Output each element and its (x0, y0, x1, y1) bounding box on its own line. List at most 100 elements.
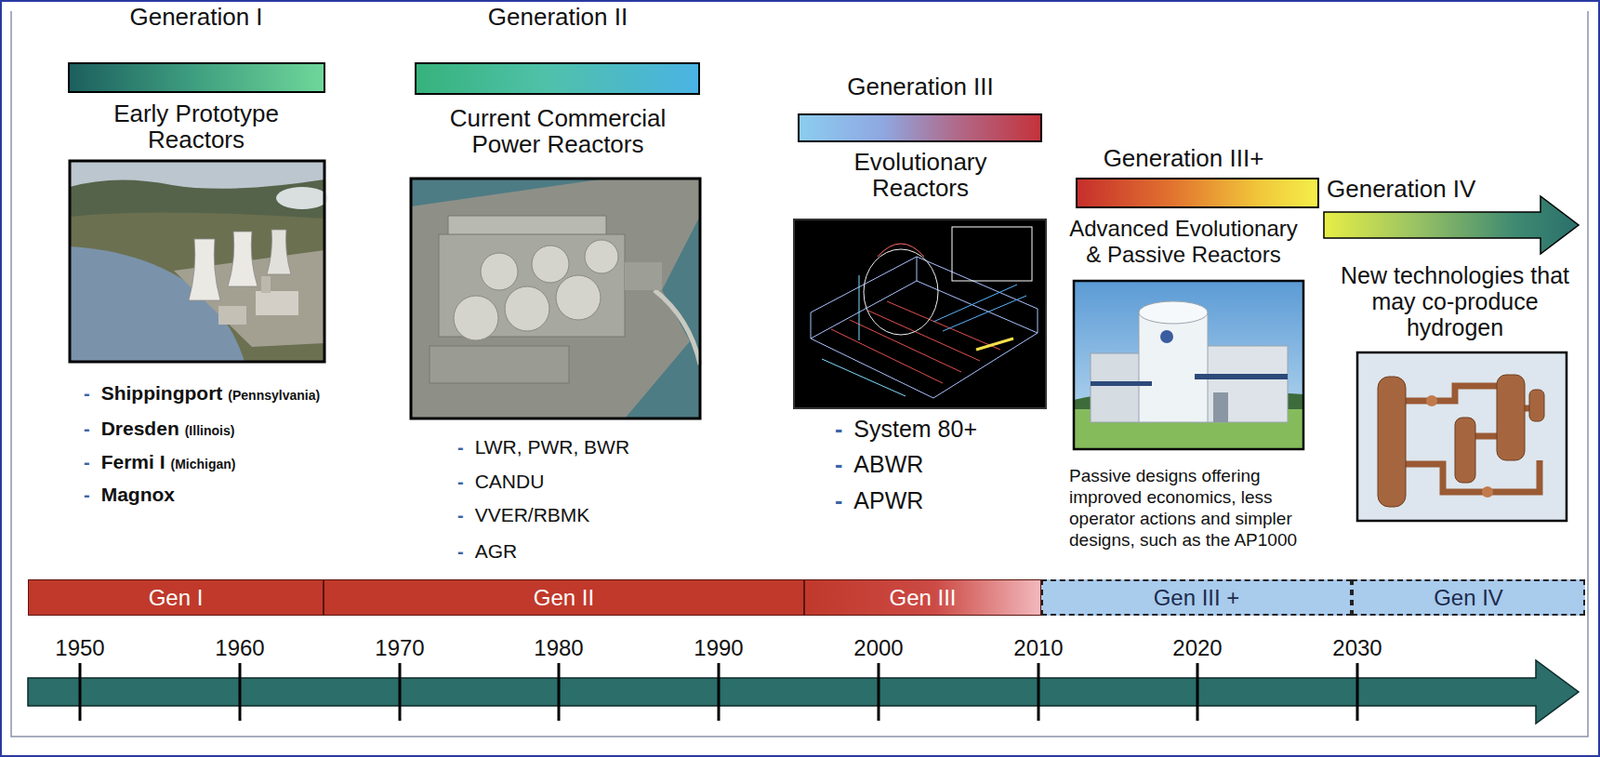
hydrogen-plant-piping (1529, 389, 1545, 422)
generation-bar (1076, 178, 1319, 208)
hydrogen-plant-piping (1357, 352, 1567, 521)
hydrogen-plant-piping (1377, 374, 1545, 507)
reactor-wireframe (793, 219, 1046, 409)
hydrogen-plant-piping (1475, 433, 1497, 440)
year-tick (79, 662, 1358, 721)
plant-rendering (1194, 373, 1288, 380)
timeline-arrow (27, 660, 1579, 724)
label-group: Generation III+ (1044, 144, 1323, 172)
label-group: -LWR, PWR, BWR (457, 435, 630, 460)
plant-photo (69, 160, 325, 362)
generation-subtitle: Early Prototype Reactors (84, 100, 308, 153)
reactor-design: APWR (853, 486, 924, 515)
reactor-name: Magnox (101, 482, 175, 507)
plant-rendering (1160, 330, 1174, 344)
reactor-wireframe (976, 338, 1014, 350)
plant-photo (453, 295, 499, 341)
label-group: 2030 (1310, 634, 1404, 662)
plant-photo (654, 290, 701, 365)
year-label: 2020 (1150, 634, 1244, 662)
plant-photo (504, 286, 550, 331)
label-group: 1950 (33, 634, 127, 662)
timeline-band: Gen III + (1041, 579, 1352, 616)
year-tick (717, 662, 721, 721)
hydrogen-plant-piping (1405, 385, 1497, 401)
hydrogen-plant-piping (1357, 352, 1567, 521)
year-label: 2030 (1310, 634, 1404, 662)
reactor-type: LWR, PWR, BWR (475, 435, 630, 460)
label-group: 2000 (832, 634, 926, 662)
generation-subtitle: Evolutionary Reactors (818, 148, 1023, 201)
label-group: -AGR (457, 539, 517, 564)
label-group: Generation II (418, 2, 698, 31)
year-tick (1196, 662, 1200, 721)
timeline-band: Gen II (323, 579, 805, 616)
label-group: Early Prototype Reactors (84, 100, 308, 153)
year-tick (398, 662, 402, 721)
year-tick (79, 662, 82, 721)
list-dash: - (83, 381, 91, 406)
label-group: New technologies that may co-produce hyd… (1324, 262, 1586, 341)
plant-rendering (1073, 280, 1304, 450)
hydrogen-plant-piping (1426, 395, 1438, 407)
list-dash: - (457, 469, 464, 494)
year-label: 1950 (33, 634, 127, 662)
list-dash: - (457, 435, 464, 460)
plant-photo (531, 245, 569, 283)
hydrogen-plant-piping (1496, 374, 1525, 461)
label-group: -System 80+ (834, 414, 978, 443)
hydrogen-plant-piping (1454, 417, 1476, 483)
plant-rendering (1194, 345, 1288, 423)
hydrogen-plant-piping (1524, 405, 1530, 412)
plant-photo (480, 252, 518, 291)
hydrogen-plant-piping (1426, 395, 1494, 498)
plant-photo (410, 178, 701, 419)
label-group: 1970 (353, 634, 447, 662)
generation-heading: Generation III+ (1044, 144, 1323, 172)
generation-subtitle: New technologies that may co-produce hyd… (1324, 262, 1586, 341)
generation-heading: Generation I (56, 2, 336, 31)
reactor-location: (Michigan) (171, 451, 237, 477)
year-label: 1980 (512, 634, 606, 662)
design-note: Passive designs offering improved econom… (1069, 464, 1325, 551)
plant-photo (255, 290, 299, 316)
list-dash: - (83, 482, 91, 507)
generation-arrow (1323, 196, 1579, 254)
label-group: Generation IV (1326, 174, 1578, 203)
hydrogen-plant-piping (1481, 486, 1494, 498)
plant-photo (584, 239, 619, 274)
label-group: Generation I (56, 2, 336, 31)
reactor-wireframe (952, 226, 1032, 281)
label-group: -Magnox (83, 482, 181, 507)
list-dash: - (83, 416, 91, 441)
label-group: 2010 (991, 634, 1085, 662)
year-label: 2010 (991, 634, 1085, 662)
plant-photo (410, 178, 701, 419)
timeline-band: Gen III (804, 579, 1042, 616)
label-group: 1960 (193, 634, 287, 662)
reactor-wireframe (916, 256, 918, 281)
reactor-type: AGR (475, 539, 518, 564)
year-tick (877, 662, 881, 721)
band-label: Gen IV (1433, 584, 1504, 611)
year-tick (1356, 662, 1360, 721)
plant-photo (429, 345, 569, 384)
plant-rendering (1138, 301, 1208, 324)
list-dash: - (457, 502, 464, 528)
plant-rendering (1213, 392, 1229, 423)
year-label: 1970 (353, 634, 447, 662)
generation-bar (415, 63, 700, 94)
reactor-design: ABWR (853, 449, 924, 478)
plant-photo (261, 276, 271, 293)
label-group: -Dresden(Illinois) (83, 416, 235, 443)
reactor-wireframe (810, 280, 1038, 398)
reactor-wireframe (793, 219, 1046, 409)
list-dash: - (83, 449, 91, 475)
year-label: 1960 (193, 634, 287, 662)
reactor-type: CANDU (475, 469, 545, 494)
reactor-name: Fermi I (101, 449, 166, 475)
reactor-wireframe (831, 301, 1001, 384)
band-label: Gen II (533, 584, 595, 611)
generation-heading: Generation IV (1326, 174, 1578, 203)
